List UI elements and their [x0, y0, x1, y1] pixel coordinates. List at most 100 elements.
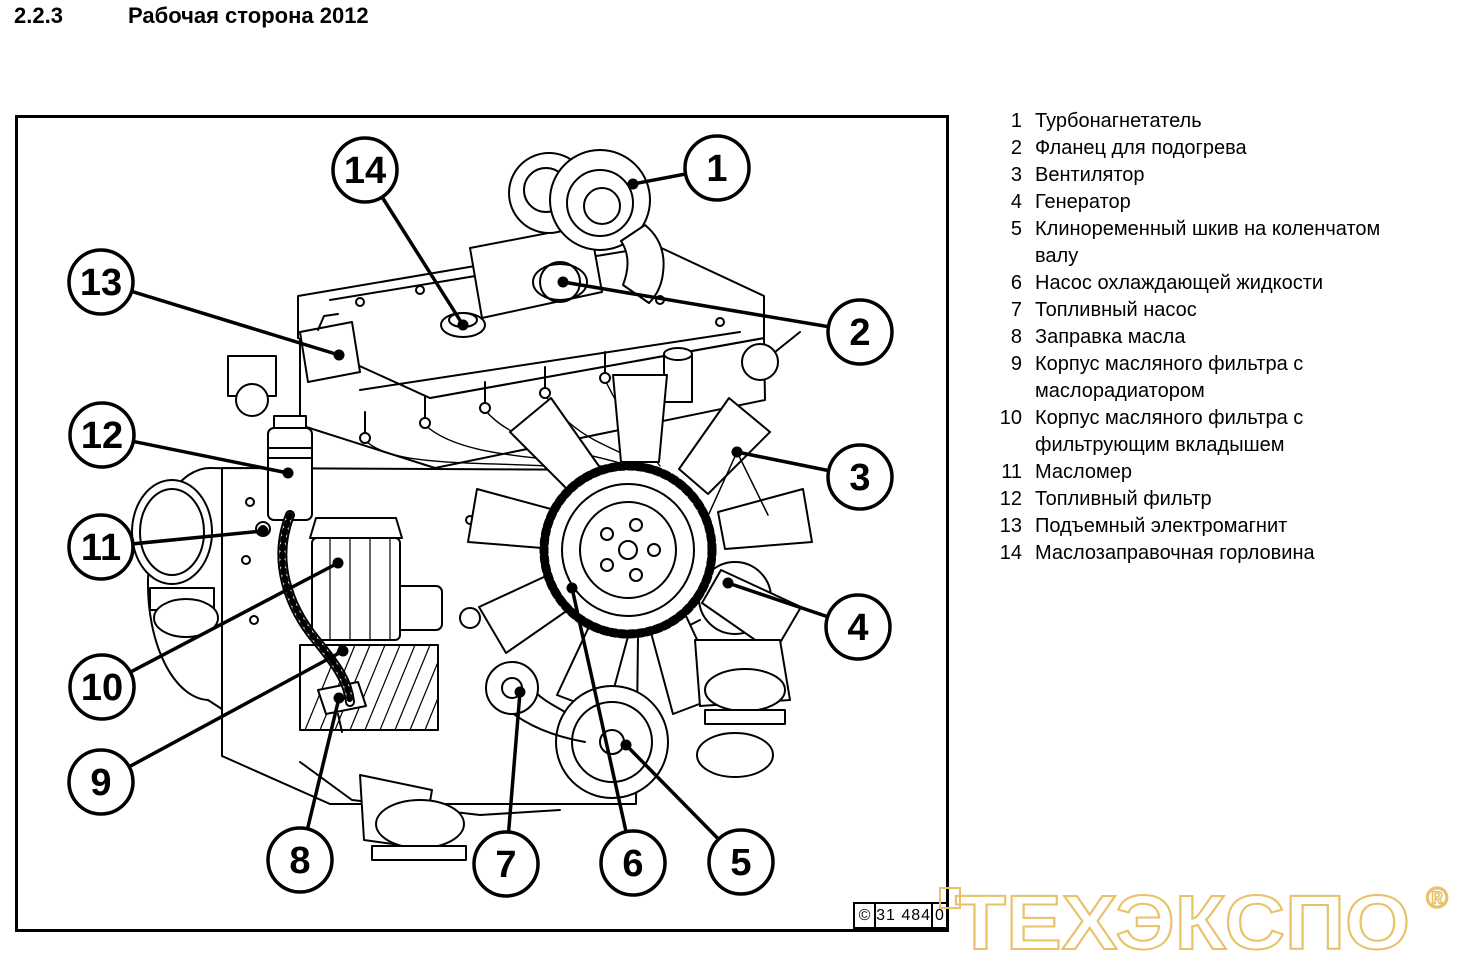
legend-item-13: 13 Подъемный электромагнит: [995, 513, 1447, 540]
legend-item-1: 1 Турбонагнетатель: [995, 108, 1447, 135]
watermark-text: ТЕХЭКСПО: [955, 880, 1410, 957]
callout-circle-13: [67, 248, 135, 316]
legend-item-number: 6: [1010, 272, 1022, 294]
callout-circle-3: [826, 443, 894, 511]
leader-dot-12: [282, 467, 294, 479]
page-title: 2.2.3 Рабочая сторона 2012: [14, 3, 369, 29]
legend-item-number: 4: [1010, 191, 1022, 213]
callout-circle-1: [683, 134, 751, 202]
callout-circle-9: [67, 748, 135, 816]
legend-item-7: 7 Топливный насос: [995, 297, 1447, 324]
legend-item-number: 5: [1010, 218, 1022, 240]
callout-circle-12: [68, 401, 136, 469]
callout-circle-14: [331, 136, 399, 204]
callout-number-4: 4: [847, 607, 868, 649]
callout-circle-11: [67, 513, 135, 581]
callout-number-1: 1: [706, 148, 727, 190]
callout-number-14: 14: [344, 150, 386, 192]
legend-item-number: 14: [999, 542, 1022, 564]
legend-item-8: 8 Заправка масла: [995, 324, 1447, 351]
legend-item-4: 4 Генератор: [995, 189, 1447, 216]
stamp-suffix: 0: [931, 904, 946, 927]
leader-line-10: [101, 561, 339, 689]
legend-item-label: Турбонагнетатель: [1035, 110, 1202, 132]
legend-item-6: 6 Насос охлаждающей жидкости: [995, 270, 1447, 297]
callout-circle-10: [68, 653, 136, 721]
leader-line-9: [100, 649, 344, 784]
leader-line-6: [570, 587, 635, 864]
leader-dot-11: [257, 525, 269, 537]
callout-number-6: 6: [622, 843, 643, 885]
legend-item-3: 3 Вентилятор: [995, 162, 1447, 189]
legend-item-12: 12 Топливный фильтр: [995, 486, 1447, 513]
legend-item-14: 14 Маслозаправочная горловина: [995, 540, 1447, 567]
stamp-number: 31 484: [876, 906, 932, 924]
callout-circle-5: [707, 828, 775, 896]
leader-dot-2: [557, 276, 569, 288]
legend-item-label: Насос охлаждающей жидкости: [1035, 272, 1324, 294]
leader-dot-1: [627, 178, 639, 190]
callout-circle-8: [266, 826, 334, 894]
leader-dot-7: [514, 686, 526, 698]
legend-item-label: Фланец для подогрева: [1035, 137, 1247, 159]
registered-trademark-icon: ®: [1426, 882, 1448, 915]
callout-number-10: 10: [81, 667, 123, 709]
section-title: Рабочая сторона 2012: [128, 3, 369, 28]
legend-item-label: Вентилятор: [1035, 164, 1145, 186]
callout-number-13: 13: [80, 262, 122, 304]
leader-dot-5: [620, 739, 632, 751]
leader-dot-6: [566, 582, 578, 594]
callout-circle-6: [599, 829, 667, 897]
legend-item-label: Масломер: [1035, 461, 1133, 483]
legend-item-number: 1: [1010, 110, 1022, 132]
callout-number-9: 9: [90, 762, 111, 804]
leader-dot-14: [457, 319, 469, 331]
legend-item-number: 8: [1010, 326, 1022, 348]
callout-number-2: 2: [849, 312, 870, 354]
callout-circle-2: [826, 298, 894, 366]
leader-dot-8: [333, 692, 345, 704]
legend-item-number: 9: [1010, 353, 1022, 375]
leader-dot-3: [731, 446, 743, 458]
leader-dot-10: [332, 557, 344, 569]
stamp-copyright: ©: [855, 904, 877, 927]
callout-number-12: 12: [81, 415, 123, 457]
leader-dot-9: [337, 645, 349, 657]
callout-number-3: 3: [849, 457, 870, 499]
callout-number-5: 5: [730, 842, 751, 884]
legend-item-label: Маслозаправочная горловина: [1035, 542, 1315, 564]
section-number: 2.2.3: [14, 3, 63, 28]
callout-circle-4: [824, 593, 892, 661]
leader-line-2: [562, 280, 861, 334]
legend-item-number: 12: [999, 488, 1022, 510]
callout-number-7: 7: [495, 844, 516, 886]
legend-item-label: Топливный насос: [1035, 299, 1197, 321]
legend-item-number: 3: [1010, 164, 1022, 186]
watermark: ТЕХЭКСПО ®: [938, 878, 1460, 962]
callout-circle-7: [472, 830, 540, 898]
legend-item-label: Заправка масла: [1035, 326, 1186, 348]
legend-item-label: Генератор: [1035, 191, 1131, 213]
leader-dot-4: [722, 577, 734, 589]
legend-item-number: 7: [1010, 299, 1022, 321]
engine-illustration: [131, 149, 813, 861]
legend-item-number: 11: [1001, 461, 1022, 483]
legend-item-label: Топливный фильтр: [1035, 488, 1212, 510]
leader-dot-13: [333, 349, 345, 361]
callout-number-8: 8: [289, 840, 310, 882]
figure-stamp: © 31 484 0: [853, 902, 948, 929]
leader-line-13: [100, 280, 340, 357]
legend-item-number: 10: [999, 407, 1022, 429]
legend-item-number: 2: [1010, 137, 1022, 159]
legend-item-number: 13: [999, 515, 1022, 537]
legend-item-label: Подъемный электромагнит: [1035, 515, 1288, 537]
